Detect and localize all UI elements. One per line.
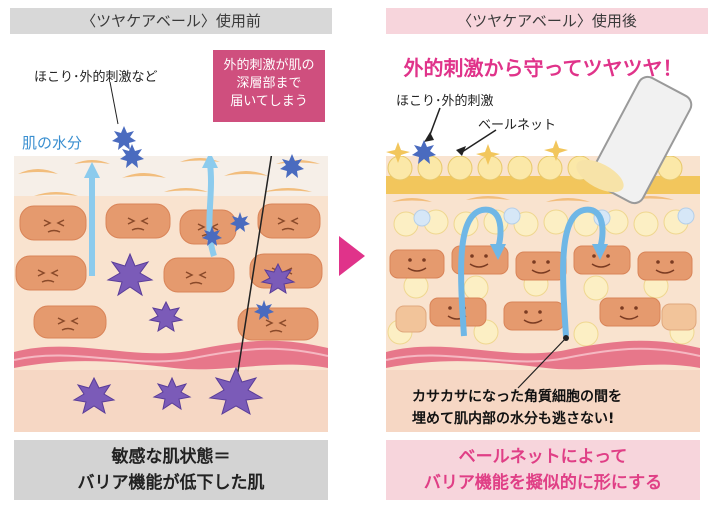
callout-line-1: 外的刺激が肌の	[223, 58, 315, 73]
explanation-line-1: カサカサになった角質細胞の間を	[412, 389, 622, 405]
dust-label-right: ほこり･外的刺激	[396, 94, 494, 109]
callout-line-3: 届いてしまう	[230, 94, 308, 109]
before-header: 〈ツヤケアベール〉使用前	[10, 8, 332, 34]
water-label: 肌の水分	[22, 134, 83, 152]
after-footer: ベールネットによって バリア機能を擬似的に形にする	[386, 440, 700, 500]
dust-label-left: ほこり･外的刺激など	[34, 70, 158, 85]
after-title: 外的刺激から守ってツヤツヤ！	[403, 56, 683, 80]
before-footer: 敏感な肌状態＝ バリア機能が低下した肌	[14, 440, 328, 500]
callout-box: 外的刺激が肌の 深層部まで 届いてしまう	[213, 50, 325, 122]
callout-line-2: 深層部まで	[236, 76, 302, 91]
after-header: 〈ツヤケアベール〉使用後	[386, 8, 708, 34]
transition-arrow-icon	[339, 236, 365, 276]
after-footer-line-1: ベールネットによって	[458, 447, 628, 467]
explanation-line-2: 埋めて肌内部の水分も逃さない!	[412, 411, 615, 427]
net-label: ベールネット	[478, 118, 557, 133]
before-footer-line-1: 敏感な肌状態＝	[111, 447, 231, 467]
before-footer-line-2: バリア機能が低下した肌	[77, 473, 265, 493]
after-footer-line-2: バリア機能を擬似的に形にする	[423, 473, 663, 493]
skin-before-diagram	[14, 156, 328, 432]
after-explanation: カサカサになった角質細胞の間を 埋めて肌内部の水分も逃さない!	[412, 386, 622, 430]
